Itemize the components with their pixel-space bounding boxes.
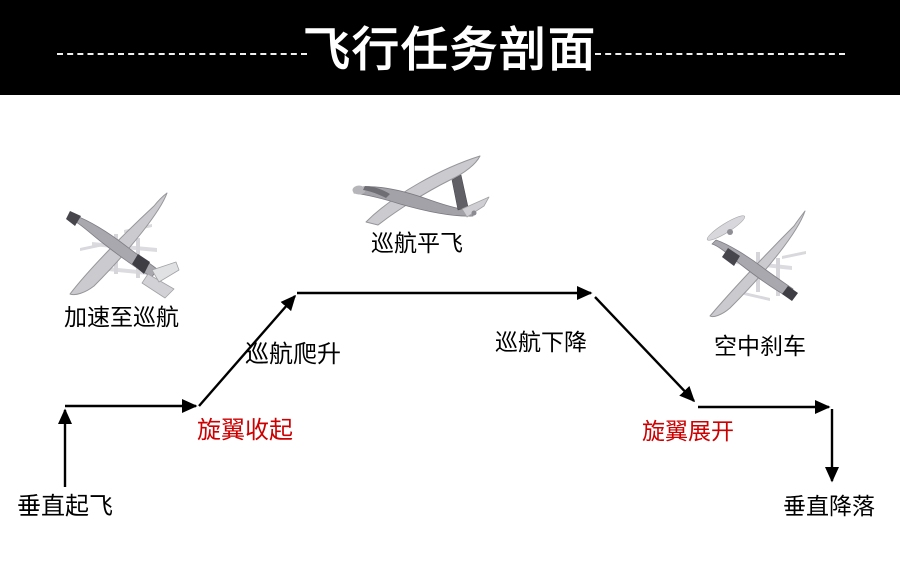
uav-airbrake-image bbox=[706, 210, 806, 318]
title-dash-left bbox=[57, 53, 307, 55]
label-cruise-descent: 巡航下降 bbox=[495, 330, 587, 355]
label-rotor-retract: 旋翼收起 bbox=[197, 418, 293, 444]
uav-cruise-image bbox=[352, 155, 490, 226]
label-rotor-deploy: 旋翼展开 bbox=[642, 419, 734, 444]
uav-accelerate-image bbox=[66, 192, 180, 299]
label-accelerate-to-cruise: 加速至巡航 bbox=[64, 305, 179, 330]
page-title: 飞行任务剖面 bbox=[303, 23, 597, 76]
title-bar: 飞行任务剖面 bbox=[0, 0, 900, 95]
label-vertical-takeoff: 垂直起飞 bbox=[17, 494, 113, 520]
segment-cruise-descent bbox=[594, 296, 696, 403]
label-air-brake: 空中刹车 bbox=[714, 334, 806, 359]
label-cruise-climb: 巡航爬升 bbox=[245, 342, 341, 368]
title-dash-right bbox=[595, 53, 845, 55]
label-cruise-level-flight: 巡航平飞 bbox=[371, 231, 463, 256]
label-vertical-landing: 垂直降落 bbox=[783, 494, 875, 519]
